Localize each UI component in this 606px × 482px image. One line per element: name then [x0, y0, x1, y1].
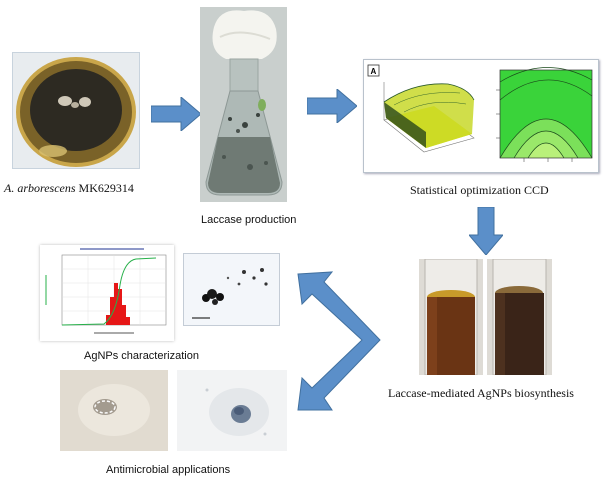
species-name: A. arborescens: [4, 181, 76, 195]
arrow-down: [469, 207, 503, 255]
tube-left-illustration: [419, 258, 483, 376]
applications-caption: Antimicrobial applications: [106, 464, 231, 476]
arrow-right-2: [307, 89, 357, 123]
contour-plot: [496, 67, 593, 162]
ccd-plots-panel: A: [363, 59, 599, 173]
arrow-split: [297, 271, 381, 411]
tube-right-photo: [487, 258, 552, 376]
ccd-panel-tag: A: [371, 67, 377, 76]
sem-illustration: [184, 254, 279, 325]
size-distribution-chart: [40, 245, 174, 341]
flask-illustration: [200, 7, 287, 202]
strain-code: MK629314: [78, 181, 134, 195]
petri-dish-photo: [12, 52, 140, 169]
optimization-caption: Statistical optimization CCD: [410, 183, 549, 197]
biosynthesis-caption: Laccase-mediated AgNPs biosynthesis: [388, 386, 574, 400]
flask-photo: [200, 7, 287, 202]
size-distribution-illustration: [45, 248, 167, 334]
ccd-plots-illustration: A: [367, 64, 593, 162]
inhibition-plate-1: [60, 370, 168, 451]
tube-left-photo: [419, 258, 483, 376]
petri-dish-illustration: [16, 57, 136, 167]
inhibition-plate-2-illustration: [177, 370, 287, 451]
sem-image: [183, 253, 280, 326]
characterization-caption: AgNPs characterization: [84, 350, 199, 362]
inhibition-plate-2: [177, 370, 287, 451]
tube-right-illustration: [487, 258, 552, 376]
arrow-right-1: [151, 97, 201, 131]
inhibition-plate-1-illustration: [60, 370, 168, 451]
fungus-caption: A. arborescens MK629314: [4, 181, 134, 196]
production-caption: Laccase production: [201, 214, 297, 226]
response-surface-plot: [383, 82, 475, 153]
